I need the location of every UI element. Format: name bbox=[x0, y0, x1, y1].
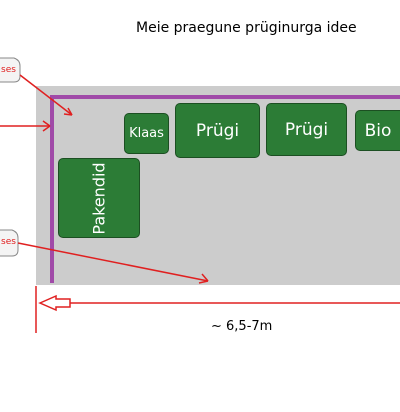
arrow-to-floor bbox=[17, 242, 209, 282]
bin-prygi-2: Prügi bbox=[266, 103, 347, 156]
bin-pakendid-label: Pakendid bbox=[89, 161, 109, 235]
dimension-arrow-left bbox=[38, 294, 71, 312]
callout-bubble-top bbox=[0, 57, 21, 83]
width-dimension bbox=[35, 286, 400, 333]
bin-pakendid: Pakendid bbox=[58, 158, 140, 238]
arrow-to-side-wall-head bbox=[42, 120, 51, 132]
callout-text-bottom: ses bbox=[1, 237, 16, 247]
callout-bubble-bottom bbox=[0, 229, 19, 257]
arrow-to-corner-head bbox=[63, 107, 73, 116]
bin-prygi-1: Prügi bbox=[175, 103, 260, 158]
annotation-arrows bbox=[0, 74, 209, 284]
bin-klaas: Klaas bbox=[124, 113, 169, 154]
callout-text-top: ses bbox=[1, 65, 16, 75]
bin-bio: Bio bbox=[355, 110, 400, 151]
arrow-to-floor-head bbox=[198, 273, 209, 284]
diagram-title: Meie praegune prüginurga idee bbox=[136, 20, 357, 36]
arrow-to-corner bbox=[19, 74, 73, 116]
width-measurement-label: ~ 6,5-7m bbox=[211, 319, 273, 334]
